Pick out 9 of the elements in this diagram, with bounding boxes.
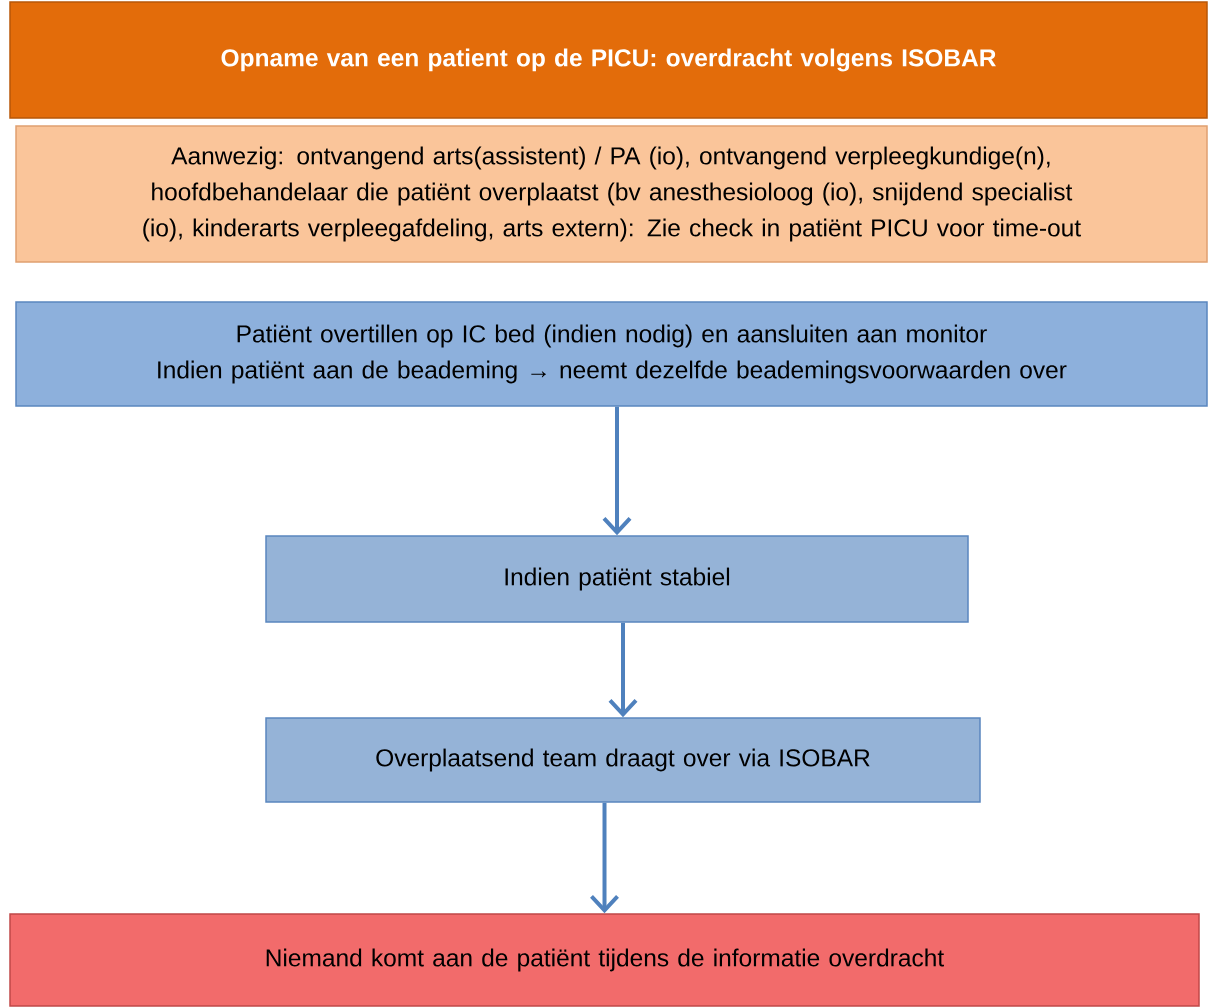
process-box: Overplaatsend team draagt over via ISOBAR xyxy=(265,717,981,803)
arrow xyxy=(590,802,619,914)
alert-box: Niemand komt aan de patiënt tijdens de informatie overdracht xyxy=(9,913,1200,1007)
title-box: Opname van een patient op de PICU: overdracht volgens ISOBAR xyxy=(9,1,1208,119)
arrow xyxy=(608,622,638,718)
arrow xyxy=(602,406,632,536)
info-box: Aanwezig: ontvangend arts(assistent) / PA (io), ontvangend verpleegkundige(n), hoofdbehandelaar die patiënt overplaatst (bv anesthesioloog (io), snijdend specialist (io), kinderarts verpleegafdeling, arts extern): Zie check in patiënt PICU voor time-out xyxy=(15,125,1208,263)
process-box: Patiënt overtillen op IC bed (indien nodig) en aansluiten aan monitor Indien patiënt aan de beademing → neemt dezelfde beademingsvoorwaarden over xyxy=(15,301,1208,407)
process-box: Indien patiënt stabiel xyxy=(265,535,969,623)
